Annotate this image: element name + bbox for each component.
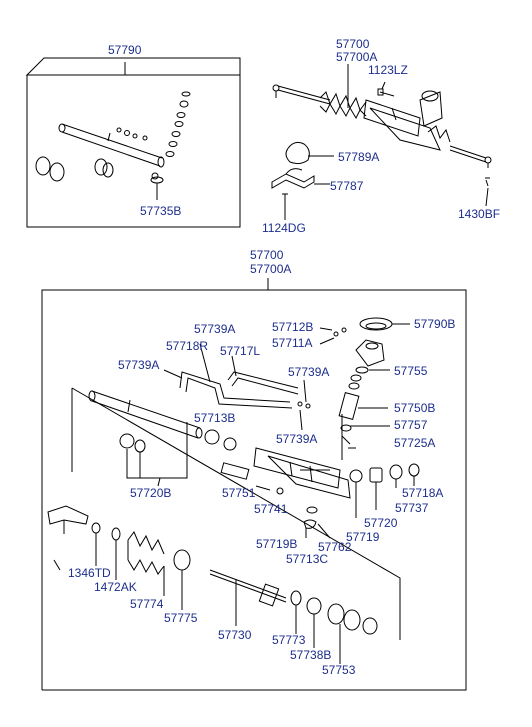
label-57725a: 57725A — [394, 436, 436, 450]
label-57718a: 57718A — [402, 486, 444, 500]
label-57755: 57755 — [394, 364, 428, 378]
label-57737: 57737 — [395, 501, 429, 515]
label-57762: 57762 — [318, 540, 352, 554]
label-57757: 57757 — [394, 418, 428, 432]
label-57700-mid: 57700 — [250, 248, 284, 262]
label-1123lz: 1123LZ — [368, 63, 408, 77]
label-57739a-3: 57739A — [288, 365, 330, 379]
label-57700-top: 57700 — [336, 37, 370, 51]
label-57738b: 57738B — [290, 648, 332, 662]
label-57753: 57753 — [322, 663, 356, 677]
label-1346td: 1346TD — [68, 566, 111, 580]
label-57713c: 57713C — [286, 552, 329, 566]
label-57730: 57730 — [218, 628, 252, 642]
label-57711a: 57711A — [272, 336, 313, 350]
steering-gear-assembly — [271, 64, 492, 220]
label-57720: 57720 — [364, 516, 398, 530]
label-57787: 57787 — [330, 179, 364, 193]
label-57718r: 57718R — [166, 339, 209, 353]
label-57775: 57775 — [164, 611, 198, 625]
adjuster-parts — [300, 463, 420, 539]
rack-subframe — [53, 387, 401, 640]
label-57712b: 57712B — [272, 320, 314, 334]
label-57717l: 57717L — [220, 344, 261, 358]
label-57735b: 57735B — [140, 204, 182, 218]
seal-kit-box — [25, 57, 241, 228]
rack-housing — [220, 447, 351, 499]
label-57713b: 57713B — [194, 411, 236, 425]
label-57739a-1: 57739A — [194, 322, 236, 336]
label-57751: 57751 — [222, 486, 256, 500]
label-57774: 57774 — [130, 597, 164, 611]
label-57741: 57741 — [254, 502, 288, 516]
label-57720b: 57720B — [130, 486, 172, 500]
label-1430bf: 1430BF — [458, 207, 501, 221]
label-57719: 57719 — [346, 530, 380, 544]
valve-stack — [319, 317, 410, 460]
seal-kit-parts — [35, 91, 191, 200]
label-1472ak: 1472AK — [94, 580, 137, 594]
label-57739a-2: 57739A — [118, 358, 160, 372]
label-57790: 57790 — [108, 43, 142, 57]
feed-lines — [163, 343, 311, 431]
rack-tube-parts — [88, 390, 237, 487]
tie-rod-parts — [47, 505, 378, 664]
label-57789a: 57789A — [338, 150, 380, 164]
label-1124dg: 1124DG — [262, 221, 306, 235]
label-57719b: 57719B — [256, 537, 298, 551]
label-57739a-4: 57739A — [276, 432, 318, 446]
label-57700a-top: 57700A — [336, 50, 378, 64]
label-57773: 57773 — [272, 633, 306, 647]
label-57750b: 57750B — [394, 401, 436, 415]
label-57790b: 57790B — [414, 317, 456, 331]
exploded-view-box — [41, 278, 467, 691]
label-57700a-mid: 57700A — [250, 262, 292, 276]
